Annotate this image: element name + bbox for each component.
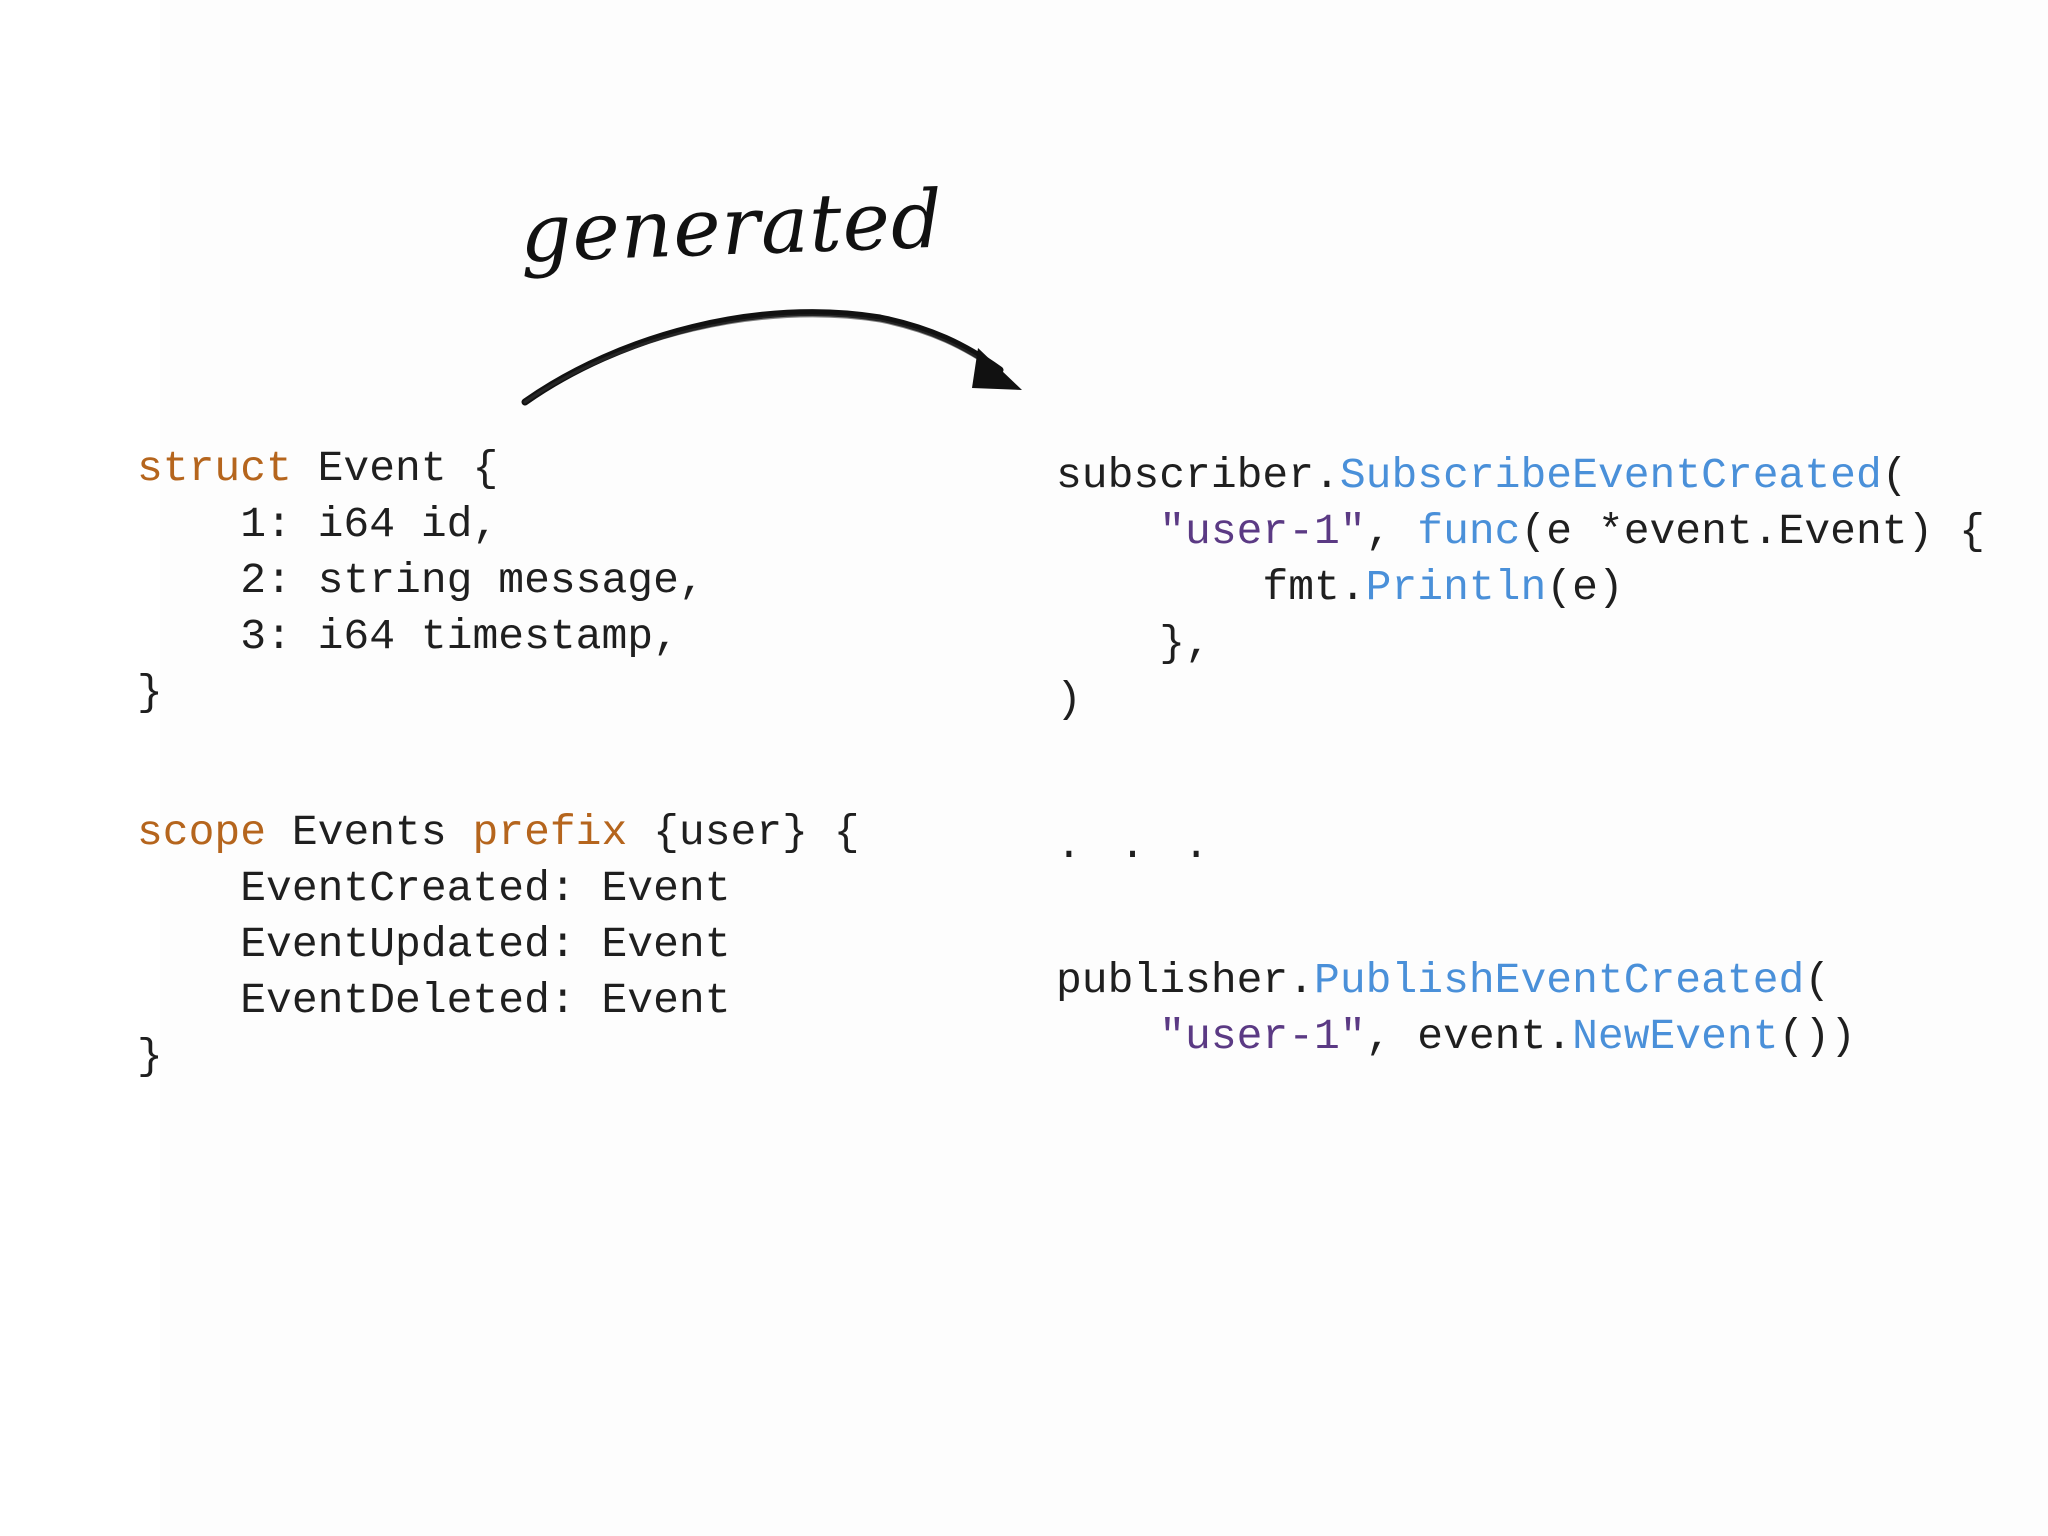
code-text: , event. <box>1365 1012 1573 1061</box>
code-text: (e *event.Event) { <box>1520 507 1985 556</box>
code-line: struct Event { <box>137 441 705 497</box>
thrift-scope-code: scope Events prefix {user} { EventCreate… <box>137 805 860 1085</box>
code-function-name: SubscribeEventCreated <box>1339 451 1882 500</box>
code-text: EventUpdated: Event <box>137 920 731 969</box>
code-keyword: scope <box>137 808 267 857</box>
slide-background <box>160 0 2048 1536</box>
code-keyword: struct <box>137 444 292 493</box>
code-text: ( <box>1804 956 1831 1005</box>
code-line: EventDeleted: Event <box>137 973 860 1029</box>
code-line: scope Events prefix {user} { <box>137 805 860 861</box>
code-line: ) <box>1056 672 1985 728</box>
go-publish-code: publisher.PublishEventCreated( "user-1",… <box>1056 953 1856 1065</box>
code-line: "user-1", func(e *event.Event) { <box>1056 504 1985 560</box>
code-line: EventUpdated: Event <box>137 917 860 973</box>
code-text: ( <box>1881 451 1908 500</box>
code-text: 2: string message, <box>137 556 705 605</box>
code-keyword: prefix <box>472 808 628 857</box>
code-line: 3: i64 timestamp, <box>137 609 705 665</box>
code-text: ()) <box>1778 1012 1856 1061</box>
code-line: } <box>137 1029 860 1085</box>
code-text: EventCreated: Event <box>137 864 731 913</box>
code-text <box>1056 1012 1159 1061</box>
code-line: }, <box>1056 616 1985 672</box>
code-text: }, <box>1056 619 1211 668</box>
code-text: publisher. <box>1056 956 1315 1005</box>
code-text: EventDeleted: Event <box>137 976 731 1025</box>
code-text: 1: i64 id, <box>137 500 499 549</box>
code-text: {user} { <box>627 808 860 857</box>
code-line: 1: i64 id, <box>137 497 705 553</box>
code-text: , <box>1365 507 1418 556</box>
code-line: 2: string message, <box>137 553 705 609</box>
code-text: 3: i64 timestamp, <box>137 612 679 661</box>
code-line: "user-1", event.NewEvent()) <box>1056 1009 1856 1065</box>
code-line: publisher.PublishEventCreated( <box>1056 953 1856 1009</box>
code-text: (e) <box>1546 563 1624 612</box>
code-function-name: func <box>1417 507 1521 556</box>
code-text: ) <box>1056 675 1082 724</box>
go-subscribe-code: subscriber.SubscribeEventCreated( "user-… <box>1056 448 1985 728</box>
code-text: } <box>137 1032 163 1081</box>
code-text: Event { <box>291 444 499 493</box>
code-text <box>1056 507 1159 556</box>
code-line: } <box>137 665 705 721</box>
code-text: } <box>137 668 163 717</box>
curved-arrow-icon <box>521 309 1022 406</box>
code-function-name: Println <box>1365 563 1547 612</box>
code-line: subscriber.SubscribeEventCreated( <box>1056 448 1985 504</box>
code-string: "user-1" <box>1159 1012 1366 1061</box>
thrift-struct-code: struct Event { 1: i64 id, 2: string mess… <box>137 441 705 721</box>
code-text: subscriber. <box>1056 451 1340 500</box>
code-function-name: NewEvent <box>1572 1012 1779 1061</box>
generated-annotation-label: generated <box>518 172 945 281</box>
code-function-name: PublishEventCreated <box>1314 956 1805 1005</box>
code-line: EventCreated: Event <box>137 861 860 917</box>
code-text: Events <box>266 808 473 857</box>
code-line: fmt.Println(e) <box>1056 560 1985 616</box>
code-string: "user-1" <box>1159 507 1366 556</box>
code-text: fmt. <box>1056 563 1366 612</box>
code-ellipsis: . . . <box>1056 821 1216 870</box>
